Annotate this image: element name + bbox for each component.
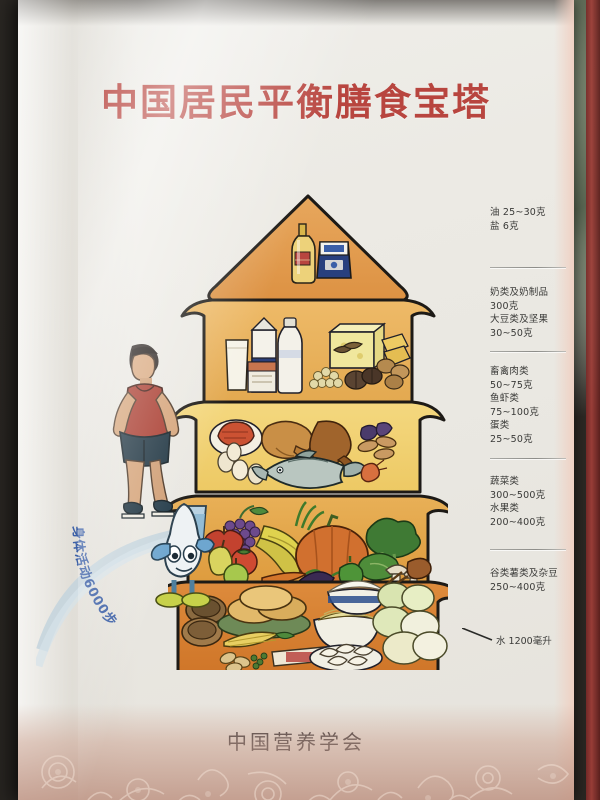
label-line: 蔬菜类 (490, 476, 520, 487)
nutrition-label-column: 油 25~30克 盐 6克 奶类及奶制品 300克 大豆类及坚果 30~50克 … (490, 206, 580, 594)
poster-title: 中国居民平衡膳食宝塔 (101, 80, 491, 124)
label-line: 75~100克 (490, 406, 540, 418)
milk-glass-icon (225, 339, 249, 391)
label-water: 水 1200毫升 (496, 636, 552, 647)
label-line: 30~50克 (490, 327, 533, 339)
peanuts-icon (219, 651, 251, 670)
label-line: 25~50克 (490, 433, 533, 445)
label-line: 50~75克 (490, 379, 533, 391)
label-line: 蛋类 (490, 420, 510, 431)
label-dairy-soy: 奶类及奶制品 300克 大豆类及坚果 30~50克 (490, 286, 580, 340)
label-separator (490, 267, 566, 268)
label-line: 畜禽肉类 (490, 366, 529, 377)
label-line: 300克 (490, 300, 519, 312)
page-curl-highlight (18, 0, 138, 800)
label-line: 油 25~30克 (490, 207, 546, 218)
corn-icon (223, 631, 296, 648)
activity-track-arc (33, 470, 286, 670)
nuts-icon (332, 341, 383, 390)
label-line: 250~400克 (490, 581, 546, 593)
printed-page: 中国居民平衡膳食宝塔 (18, 0, 574, 800)
label-line: 盐 6克 (490, 220, 519, 232)
label-line: 谷类薯类及杂豆 (490, 568, 558, 579)
small-milk-box-icon (247, 361, 277, 393)
book-cover-edge (586, 0, 600, 800)
steamed-bun-icon (372, 582, 448, 665)
label-line: 水果类 (490, 503, 520, 514)
mung-beans-icon (250, 652, 268, 670)
organ-meat-icon (360, 422, 393, 441)
walnut-icon (376, 358, 410, 390)
red-meat-plate-icon (209, 419, 263, 457)
water-leader-line (461, 627, 500, 646)
salt-bag-icon (316, 241, 352, 279)
activity-curved-text: 身体活动6000步 (52, 510, 222, 660)
label-separator (490, 351, 566, 352)
sausage-icon (357, 436, 397, 460)
activity-text-content: 身体活动6000步 (70, 526, 121, 630)
water-drop-mascot (130, 500, 240, 640)
food-pagoda-illustration (168, 190, 448, 670)
label-line: 200~400克 (490, 516, 546, 528)
label-oil-salt: 油 25~30克 盐 6克 (490, 206, 580, 233)
dumplings-icon (309, 643, 383, 670)
decorative-floral-band (18, 704, 574, 800)
page-right-warm-edge (554, 0, 574, 800)
label-meat-fish-egg: 畜禽肉类 50~75克 鱼虾类 75~100克 蛋类 25~50克 (490, 365, 580, 446)
label-line: 大豆类及坚果 (490, 314, 549, 325)
label-veg-fruit: 蔬菜类 300~500克 水果类 200~400克 (490, 475, 580, 529)
flatbread-icon (217, 585, 311, 639)
label-grains: 谷类薯类及杂豆 250~400克 (490, 567, 580, 594)
soybeans-icon (309, 367, 343, 389)
asparagus-icon (294, 501, 325, 531)
sweet-potato-icon (406, 557, 432, 580)
label-separator (490, 458, 566, 459)
label-separator (490, 549, 566, 550)
label-line: 300~500克 (490, 489, 546, 501)
shrimp-icon (360, 459, 388, 483)
label-line: 奶类及奶制品 (490, 287, 549, 298)
ham-icon (309, 420, 355, 469)
yogurt-bottle-icon (277, 317, 303, 394)
oil-bottle-icon (291, 223, 316, 284)
label-line: 鱼虾类 (490, 393, 520, 404)
walking-person-illustration (88, 338, 200, 523)
